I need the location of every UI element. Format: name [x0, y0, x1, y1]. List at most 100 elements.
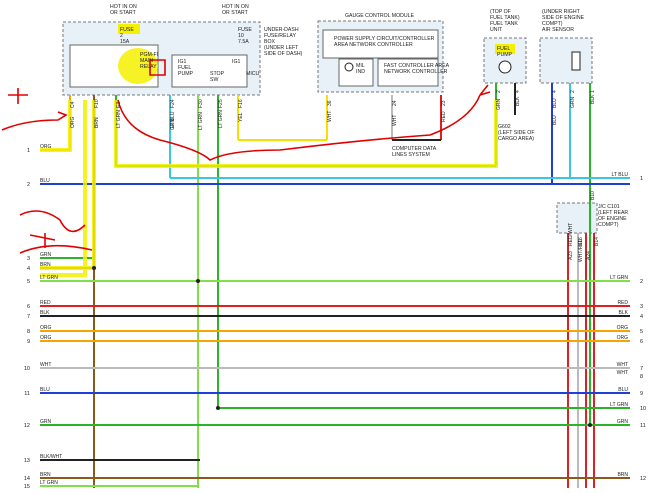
pin-2b: 2 — [570, 90, 576, 93]
conn-left-num-4: 4 — [27, 266, 30, 272]
conn-right-num-5: 5 — [640, 329, 643, 335]
tag-ltblu: LT BLU — [170, 111, 176, 128]
conn-right-num-8: 8 — [640, 374, 643, 380]
conn-right-color-10: LT GRN — [610, 402, 628, 408]
tag-yel: YEL — [238, 112, 244, 122]
pin-c4: C4 — [70, 101, 76, 108]
tag-blu2: BLU — [552, 115, 558, 125]
conn-right-num-6: 6 — [640, 339, 643, 345]
tag-ltgrn: LT GRN — [116, 110, 122, 128]
conn-right-color-4: BLK — [619, 310, 629, 316]
conn-left-color-1: ORG — [40, 144, 52, 150]
air-sensor — [539, 37, 593, 84]
pin-36: 36 — [327, 100, 333, 106]
pin-a23: A23 — [568, 251, 574, 260]
pin-f30: F30 — [198, 99, 204, 108]
conn-right-color-6: ORG — [617, 335, 629, 341]
tag-ltgrn2: LT GRN — [198, 112, 204, 130]
conn-left-num-9: 9 — [27, 339, 30, 345]
markup-arrow-2 — [19, 244, 93, 254]
conn-left-num-15: 15 — [24, 484, 30, 489]
sensor-element — [571, 51, 581, 71]
conn-left-color-6: RED — [40, 300, 51, 306]
tag-whtred: WHT/RED — [578, 238, 584, 262]
pin-a24: A24 — [586, 251, 592, 260]
dot-2 — [196, 279, 200, 283]
conn-left-num-11: 11 — [24, 391, 30, 397]
fuel-pump-highlight — [495, 44, 515, 54]
tag-org: ORG — [70, 117, 76, 129]
pin-23: 23 — [441, 100, 447, 106]
tag-wht2: WHT — [392, 115, 398, 126]
tag-brn: BRN — [94, 117, 100, 128]
fast-controller-box — [377, 58, 439, 87]
conn-left-color-7: BLK — [40, 310, 50, 316]
dot-3 — [216, 406, 220, 410]
conn-left-color-10: WHT — [40, 362, 51, 368]
pin-f10: F10 — [94, 99, 100, 108]
conn-left-color-9: ORG — [40, 335, 52, 341]
pin-b14: B14 — [594, 237, 600, 246]
pin-1: 1 — [590, 90, 596, 93]
conn-right-num-4: 4 — [640, 314, 643, 320]
conn-left-num-12: 12 — [24, 423, 30, 429]
junction-dots — [92, 266, 592, 427]
gauge-control-module — [317, 20, 444, 93]
fuse-highlight — [118, 24, 140, 34]
highlight-org — [40, 100, 72, 152]
markup-arrow-1 — [1, 111, 68, 131]
conn-right-color-3: RED — [617, 300, 628, 306]
pin-4b: 4 — [552, 90, 558, 93]
pin-b16: B16 — [578, 237, 584, 246]
power-supply-box — [322, 29, 439, 59]
conn-right-color-12: BRN — [617, 472, 628, 478]
conn-left-color-15: LT GRN — [40, 480, 58, 486]
tag-grn3: GRN — [570, 97, 576, 109]
conn-right-num-9: 9 — [640, 391, 643, 397]
conn-right-color-9: BLU — [618, 387, 628, 393]
conn-left-num-6: 6 — [27, 304, 30, 310]
fuel-pump-motor-icon — [498, 60, 512, 74]
markup-plus-2 — [29, 233, 56, 248]
conn-left-color-8: ORG — [40, 325, 52, 331]
red-markup — [1, 59, 491, 254]
pin-f16: F16 — [238, 99, 244, 108]
conn-right-num-11: 11 — [640, 423, 646, 429]
conn-left-color-5: LT GRN — [40, 275, 58, 281]
conn-right-num-3: 3 — [640, 304, 643, 310]
conn-left-num-14: 14 — [24, 476, 30, 482]
conn-left-num-7: 7 — [27, 314, 30, 320]
highlighter-marks — [40, 100, 498, 277]
conn-right-color-11: GRN — [617, 419, 629, 425]
pin-2: 2 — [496, 90, 502, 93]
conn-right-color-8: WHT — [617, 370, 628, 376]
pin-24: 24 — [392, 100, 398, 106]
tag-blu: BLU — [552, 98, 558, 108]
mil-box — [338, 58, 374, 87]
conn-left-num-8: 8 — [27, 329, 30, 335]
tag-wht: WHT — [327, 111, 333, 122]
conn-left-color-14: BRN — [40, 472, 51, 478]
markup-box — [149, 59, 166, 76]
tag-blk: BLK — [515, 96, 521, 106]
dot-1 — [92, 266, 96, 270]
conn-right-num-10: 10 — [640, 406, 646, 412]
conn-left-color-4: BRN — [40, 262, 51, 268]
tag-ltgrn3: LT GRN — [218, 110, 224, 128]
markup-plus — [8, 88, 28, 104]
conn-left-color-13: BLK/WHT — [40, 454, 62, 460]
markup-long-curve — [117, 94, 481, 161]
